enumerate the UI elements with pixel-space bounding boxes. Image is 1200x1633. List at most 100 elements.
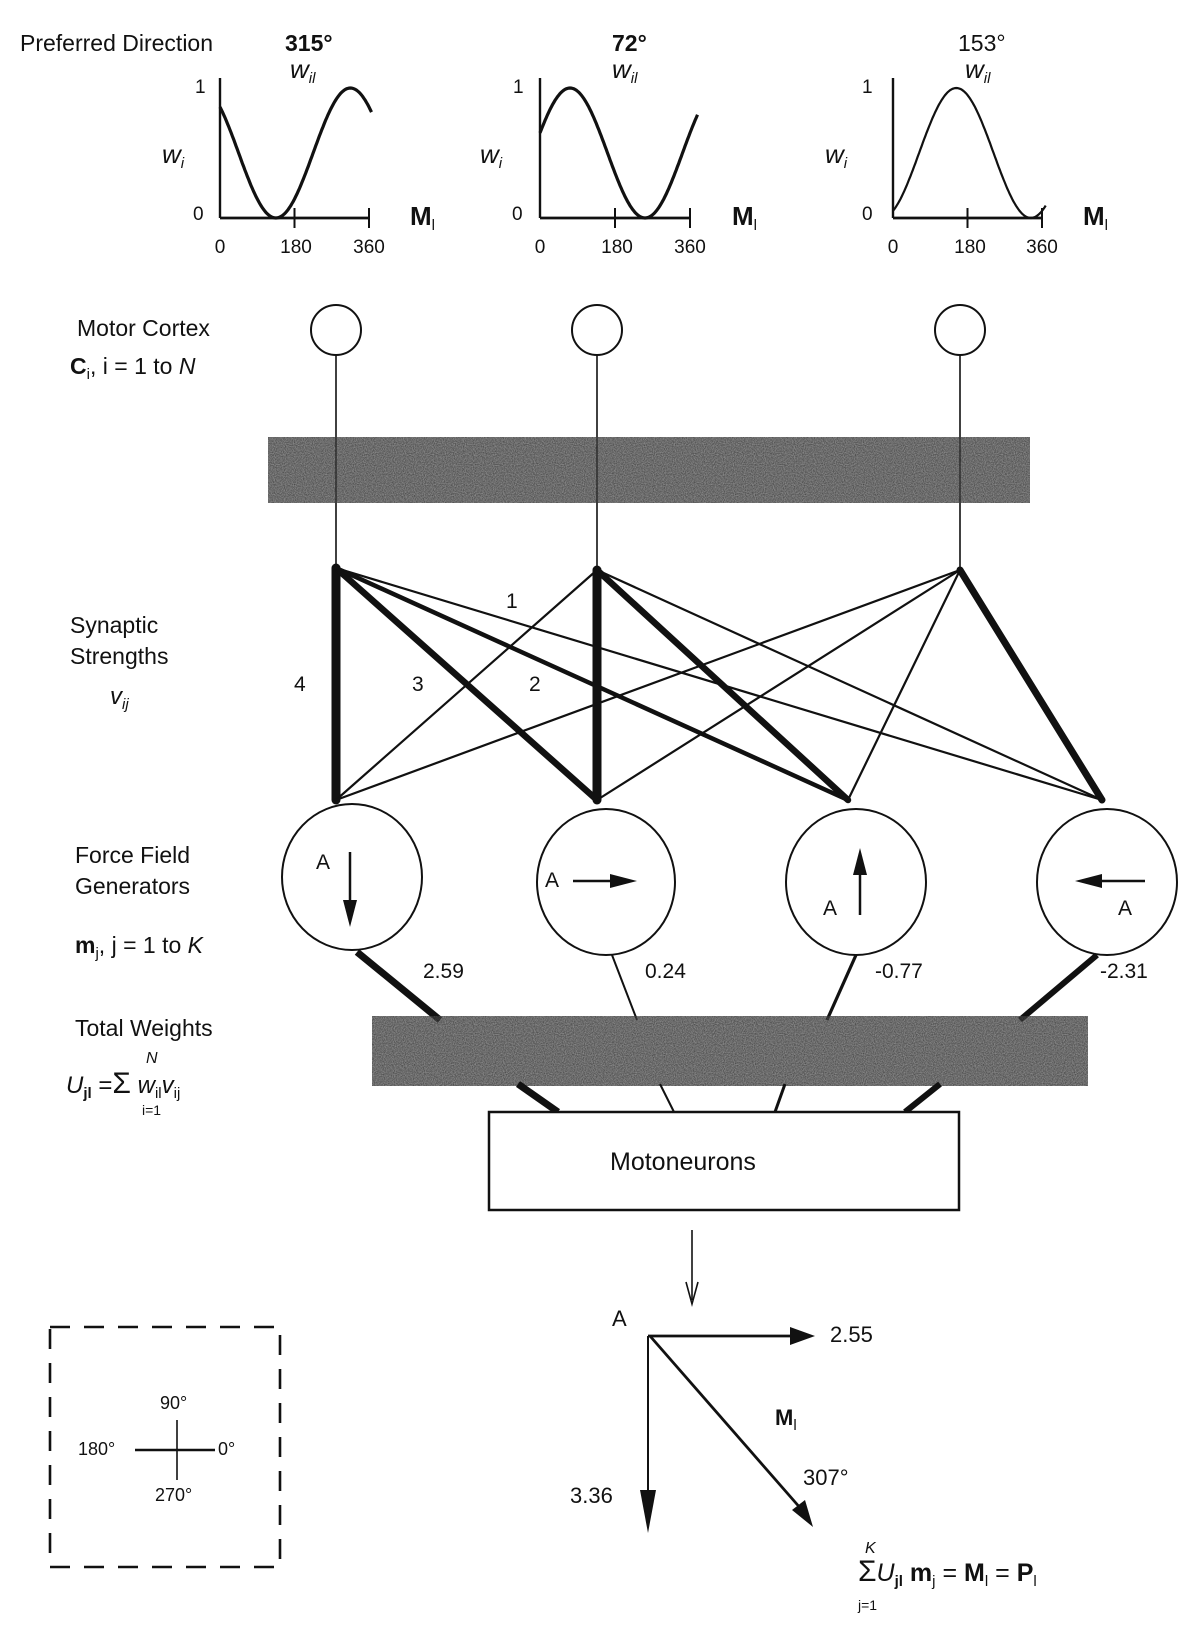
plot-3-ylabel: wi	[825, 139, 848, 172]
total-weights-sum-upper: N	[146, 1050, 158, 1067]
plot-1-title: wil	[290, 54, 316, 87]
plot-2-xtick-360: 360	[674, 237, 706, 258]
generator-4-point: A	[1118, 897, 1133, 920]
generator-3[interactable]	[785, 808, 927, 956]
generator-3-weight: -0.77	[875, 960, 923, 983]
motoneuron-inputs	[515, 1081, 942, 1115]
plot-3-xtick-0: 0	[887, 237, 899, 258]
force-field-title-2: Generators	[75, 873, 191, 899]
tuning-curve	[218, 86, 373, 220]
total-weights-title: Total Weights	[75, 1015, 213, 1041]
plot-3-ytick-0: 0	[862, 204, 873, 225]
cortex-neurons	[310, 304, 986, 356]
tuning-plot-3	[891, 78, 1047, 228]
tuning-curve	[538, 86, 699, 220]
motoneurons-box[interactable]	[487, 1110, 961, 1212]
compass-legend	[48, 1325, 282, 1569]
plot-2-direction: 72°	[612, 30, 647, 56]
plot-3-ytick-1: 1	[862, 77, 873, 98]
x-component-value: 2.55	[830, 1322, 873, 1347]
plot-3-xtick-360: 360	[1026, 237, 1058, 258]
plot-2-ylabel: wi	[480, 139, 503, 172]
weight-connections	[354, 949, 1099, 1023]
plot-2-xtick-0: 0	[534, 237, 546, 258]
synaptic-var: vij	[110, 683, 129, 713]
total-weights-sum-lower: i=1	[142, 1102, 162, 1118]
plot-2-xlabel: Ml	[732, 201, 758, 234]
cortex-neuron-1[interactable]	[310, 304, 362, 356]
motor-cortex-range: Ci, i = 1 to N	[70, 353, 196, 383]
generator-arrows	[343, 848, 1145, 927]
synaptic-title-2: Strengths	[70, 643, 169, 669]
plot-2-ytick-1: 1	[513, 77, 524, 98]
plot-1-xlabel: Ml	[410, 201, 436, 234]
plot-1-xtick-180: 180	[280, 237, 312, 258]
synaptic-title-1: Synaptic	[70, 612, 159, 638]
generator-3-point: A	[823, 897, 838, 920]
synapse-3-1	[334, 568, 962, 802]
arrow-down-icon	[343, 852, 357, 927]
arrow-right-icon	[573, 874, 637, 888]
output-arrow	[685, 1230, 699, 1308]
strength-label-3: 3	[412, 673, 424, 696]
plot-1-xtick-360: 360	[353, 237, 385, 258]
arrow-left-icon	[1075, 874, 1145, 888]
synapse-3-3	[846, 568, 962, 802]
synapse-2-1	[334, 568, 599, 802]
force-field-range: mj, j = 1 to K	[75, 932, 203, 962]
motoneurons-label: Motoneurons	[610, 1148, 756, 1176]
generator-1-weight: 2.59	[423, 960, 464, 983]
tuning-curve	[892, 86, 1047, 220]
tuning-plot-1	[218, 78, 373, 228]
compass-south: 270°	[155, 1485, 193, 1505]
synapse-1-3	[333, 565, 851, 803]
plot-3-xlabel: Ml	[1083, 201, 1109, 234]
total-weights-formula: Ujl =Σ wilvij	[66, 1067, 181, 1102]
cortex-neuron-3[interactable]	[934, 304, 986, 356]
cortex-neuron-2[interactable]	[571, 304, 623, 356]
plot-1-xtick-0: 0	[214, 237, 226, 258]
preferred-direction-label: Preferred Direction	[20, 30, 214, 56]
plot-3-direction: 153°	[958, 30, 1006, 56]
plot-1-ytick-0: 0	[193, 204, 204, 225]
plot-3-title: wil	[965, 54, 991, 87]
plot-2-ytick-0: 0	[512, 204, 523, 225]
resultant-vector	[648, 1335, 804, 1511]
result-point: A	[612, 1306, 627, 1331]
result-sum-upper: K	[865, 1540, 876, 1557]
plot-1-direction: 315°	[285, 30, 333, 56]
generator-1-point: A	[316, 851, 331, 874]
compass-west: 180°	[78, 1439, 116, 1459]
strength-label-2: 2	[529, 673, 541, 696]
plot-2-xtick-180: 180	[601, 237, 633, 258]
generator-4-weight: -2.31	[1100, 960, 1148, 983]
result-vectors	[640, 1327, 815, 1533]
compass-north: 90°	[160, 1393, 188, 1413]
synapse-3-4	[956, 566, 1106, 804]
compass-east: 0°	[218, 1439, 236, 1459]
plot-1-ylabel: wi	[162, 139, 185, 172]
synapse-2-4	[595, 568, 1104, 802]
strength-label-1: 1	[506, 590, 518, 613]
generator-2-point: A	[545, 869, 560, 892]
generator-1[interactable]	[281, 803, 423, 951]
force-field-generators	[281, 803, 1178, 956]
result-formula: ΣUjl mj = Ml = Pl	[858, 1555, 1037, 1590]
synaptic-connections	[331, 563, 1106, 805]
generator-2-weight: 0.24	[645, 960, 686, 983]
motor-cortex-title: Motor Cortex	[77, 315, 210, 341]
resultant-label: Ml	[775, 1405, 797, 1434]
force-field-title-1: Force Field	[75, 842, 191, 868]
synapse-2-3	[593, 566, 852, 804]
resultant-angle: 307°	[803, 1465, 849, 1490]
result-sum-lower: j=1	[858, 1597, 878, 1613]
plot-1-ytick-1: 1	[195, 77, 206, 98]
plot-3-xtick-180: 180	[954, 237, 986, 258]
arrow-up-icon	[853, 848, 867, 915]
strength-label-4: 4	[294, 673, 306, 696]
synapse-3-2	[595, 568, 962, 802]
plot-2-title: wil	[612, 54, 638, 87]
tuning-plot-2	[538, 78, 699, 228]
y-component-value: 3.36	[570, 1483, 613, 1508]
